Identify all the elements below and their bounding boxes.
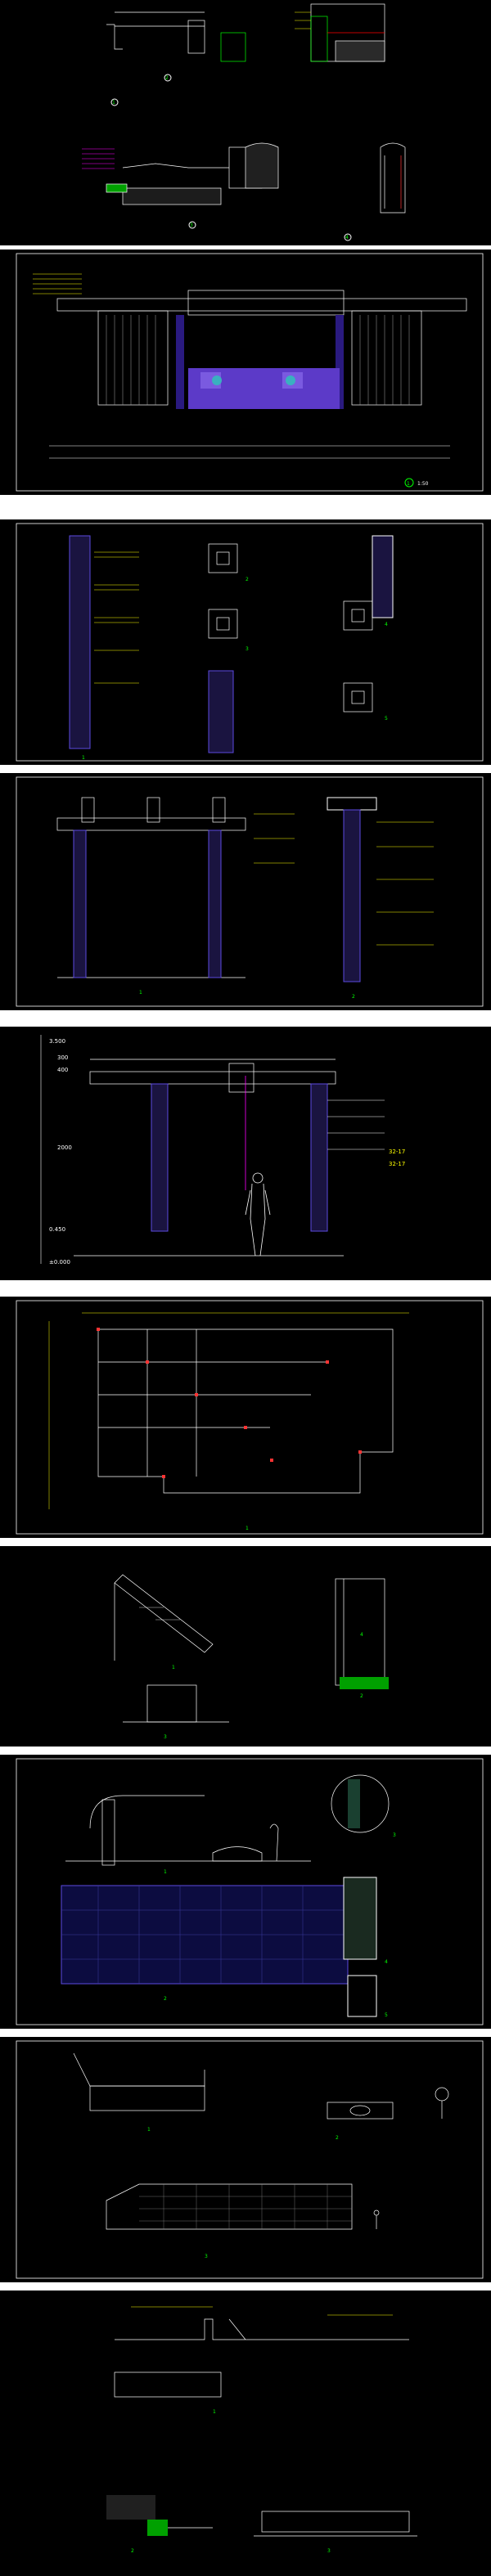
sheet-2-drawing: 1 1:50 — [16, 253, 484, 492]
s5-elev-a: 0.450 — [49, 1226, 65, 1233]
s5-note-a: 32-17 — [389, 1149, 405, 1155]
s7-label-1: 1 — [172, 1665, 175, 1670]
s3-label-3: 3 — [246, 646, 249, 652]
sheet-1-drawing: 1 2 3 4 — [82, 3, 406, 241]
s3-label-4: 4 — [385, 622, 388, 627]
s8-label-5: 5 — [385, 2012, 388, 2018]
s1-label-3: 3 — [190, 223, 193, 228]
s9-label-3: 3 — [205, 2254, 208, 2259]
s5-elev-top: 3.500 — [49, 1038, 65, 1045]
sheet-7-drawing: 1 2 3 4 — [114, 1574, 389, 1740]
s3-label-2: 2 — [246, 577, 249, 582]
s9-label-2: 2 — [336, 2135, 339, 2141]
sheet-3-drawing: 1 2 3 4 5 — [16, 523, 484, 762]
s5-dim-c: 300 — [57, 1054, 68, 1061]
sheet-6: 1 — [0, 1297, 491, 1538]
s7-label-3: 3 — [164, 1734, 167, 1740]
s5-dim-a: 2000 — [57, 1144, 72, 1151]
s1-label-4: 4 — [345, 235, 349, 241]
s6-label-1: 1 — [246, 1526, 249, 1531]
sheet-5: 3.500 0.450 ±0.000 2000 400 300 32-17 32… — [0, 1027, 491, 1280]
sheet-1: 1 2 3 4 — [0, 0, 491, 245]
s8-label-4: 4 — [385, 1959, 388, 1965]
sheet-8: 1 2 3 4 5 — [0, 1755, 491, 2029]
s3-label-5: 5 — [385, 716, 388, 722]
s10-label-2: 2 — [131, 2548, 134, 2554]
s7-label-4: 4 — [360, 1632, 363, 1638]
sheet-9-drawing: 1 2 3 — [16, 2040, 484, 2279]
s10-label-3: 3 — [327, 2548, 331, 2554]
sheet-8-drawing: 1 2 3 4 5 — [16, 1758, 484, 2025]
s1-label-1: 1 — [112, 100, 115, 106]
s7-label-2: 2 — [360, 1693, 363, 1699]
sheet-2: 1 1:50 — [0, 250, 491, 495]
s4-label-2: 2 — [352, 994, 355, 1000]
s2-scale: 1:50 — [417, 481, 429, 487]
s2-label-1: 1 — [407, 481, 410, 487]
s9-label-1: 1 — [147, 2127, 151, 2133]
s5-elev-b: ±0.000 — [49, 1259, 70, 1266]
sheet-7: 1 2 3 4 — [0, 1546, 491, 1747]
s10-label-1: 1 — [213, 2409, 216, 2415]
sheet-6-drawing: 1 — [16, 1300, 484, 1535]
sheet-4: 1 2 — [0, 773, 491, 1010]
sheet-10: 1 2 3 — [0, 2291, 491, 2576]
sheet-4-drawing: 1 2 — [16, 776, 484, 1007]
s3-label-1: 1 — [82, 755, 85, 761]
s1-label-2: 2 — [165, 75, 169, 81]
s4-label-1: 1 — [139, 990, 142, 996]
sheet-10-drawing: 1 2 3 — [106, 2306, 417, 2554]
s8-label-3: 3 — [393, 1832, 396, 1838]
s5-note-b: 32-17 — [389, 1161, 405, 1167]
sheet-3: 1 2 3 4 5 — [0, 519, 491, 765]
s8-label-1: 1 — [164, 1869, 167, 1875]
sheet-9: 1 2 3 — [0, 2037, 491, 2282]
s8-label-2: 2 — [164, 1996, 167, 2002]
s5-dim-b: 400 — [57, 1067, 68, 1073]
sheet-5-drawing: 3.500 0.450 ±0.000 2000 400 300 32-17 32… — [40, 1035, 405, 1266]
